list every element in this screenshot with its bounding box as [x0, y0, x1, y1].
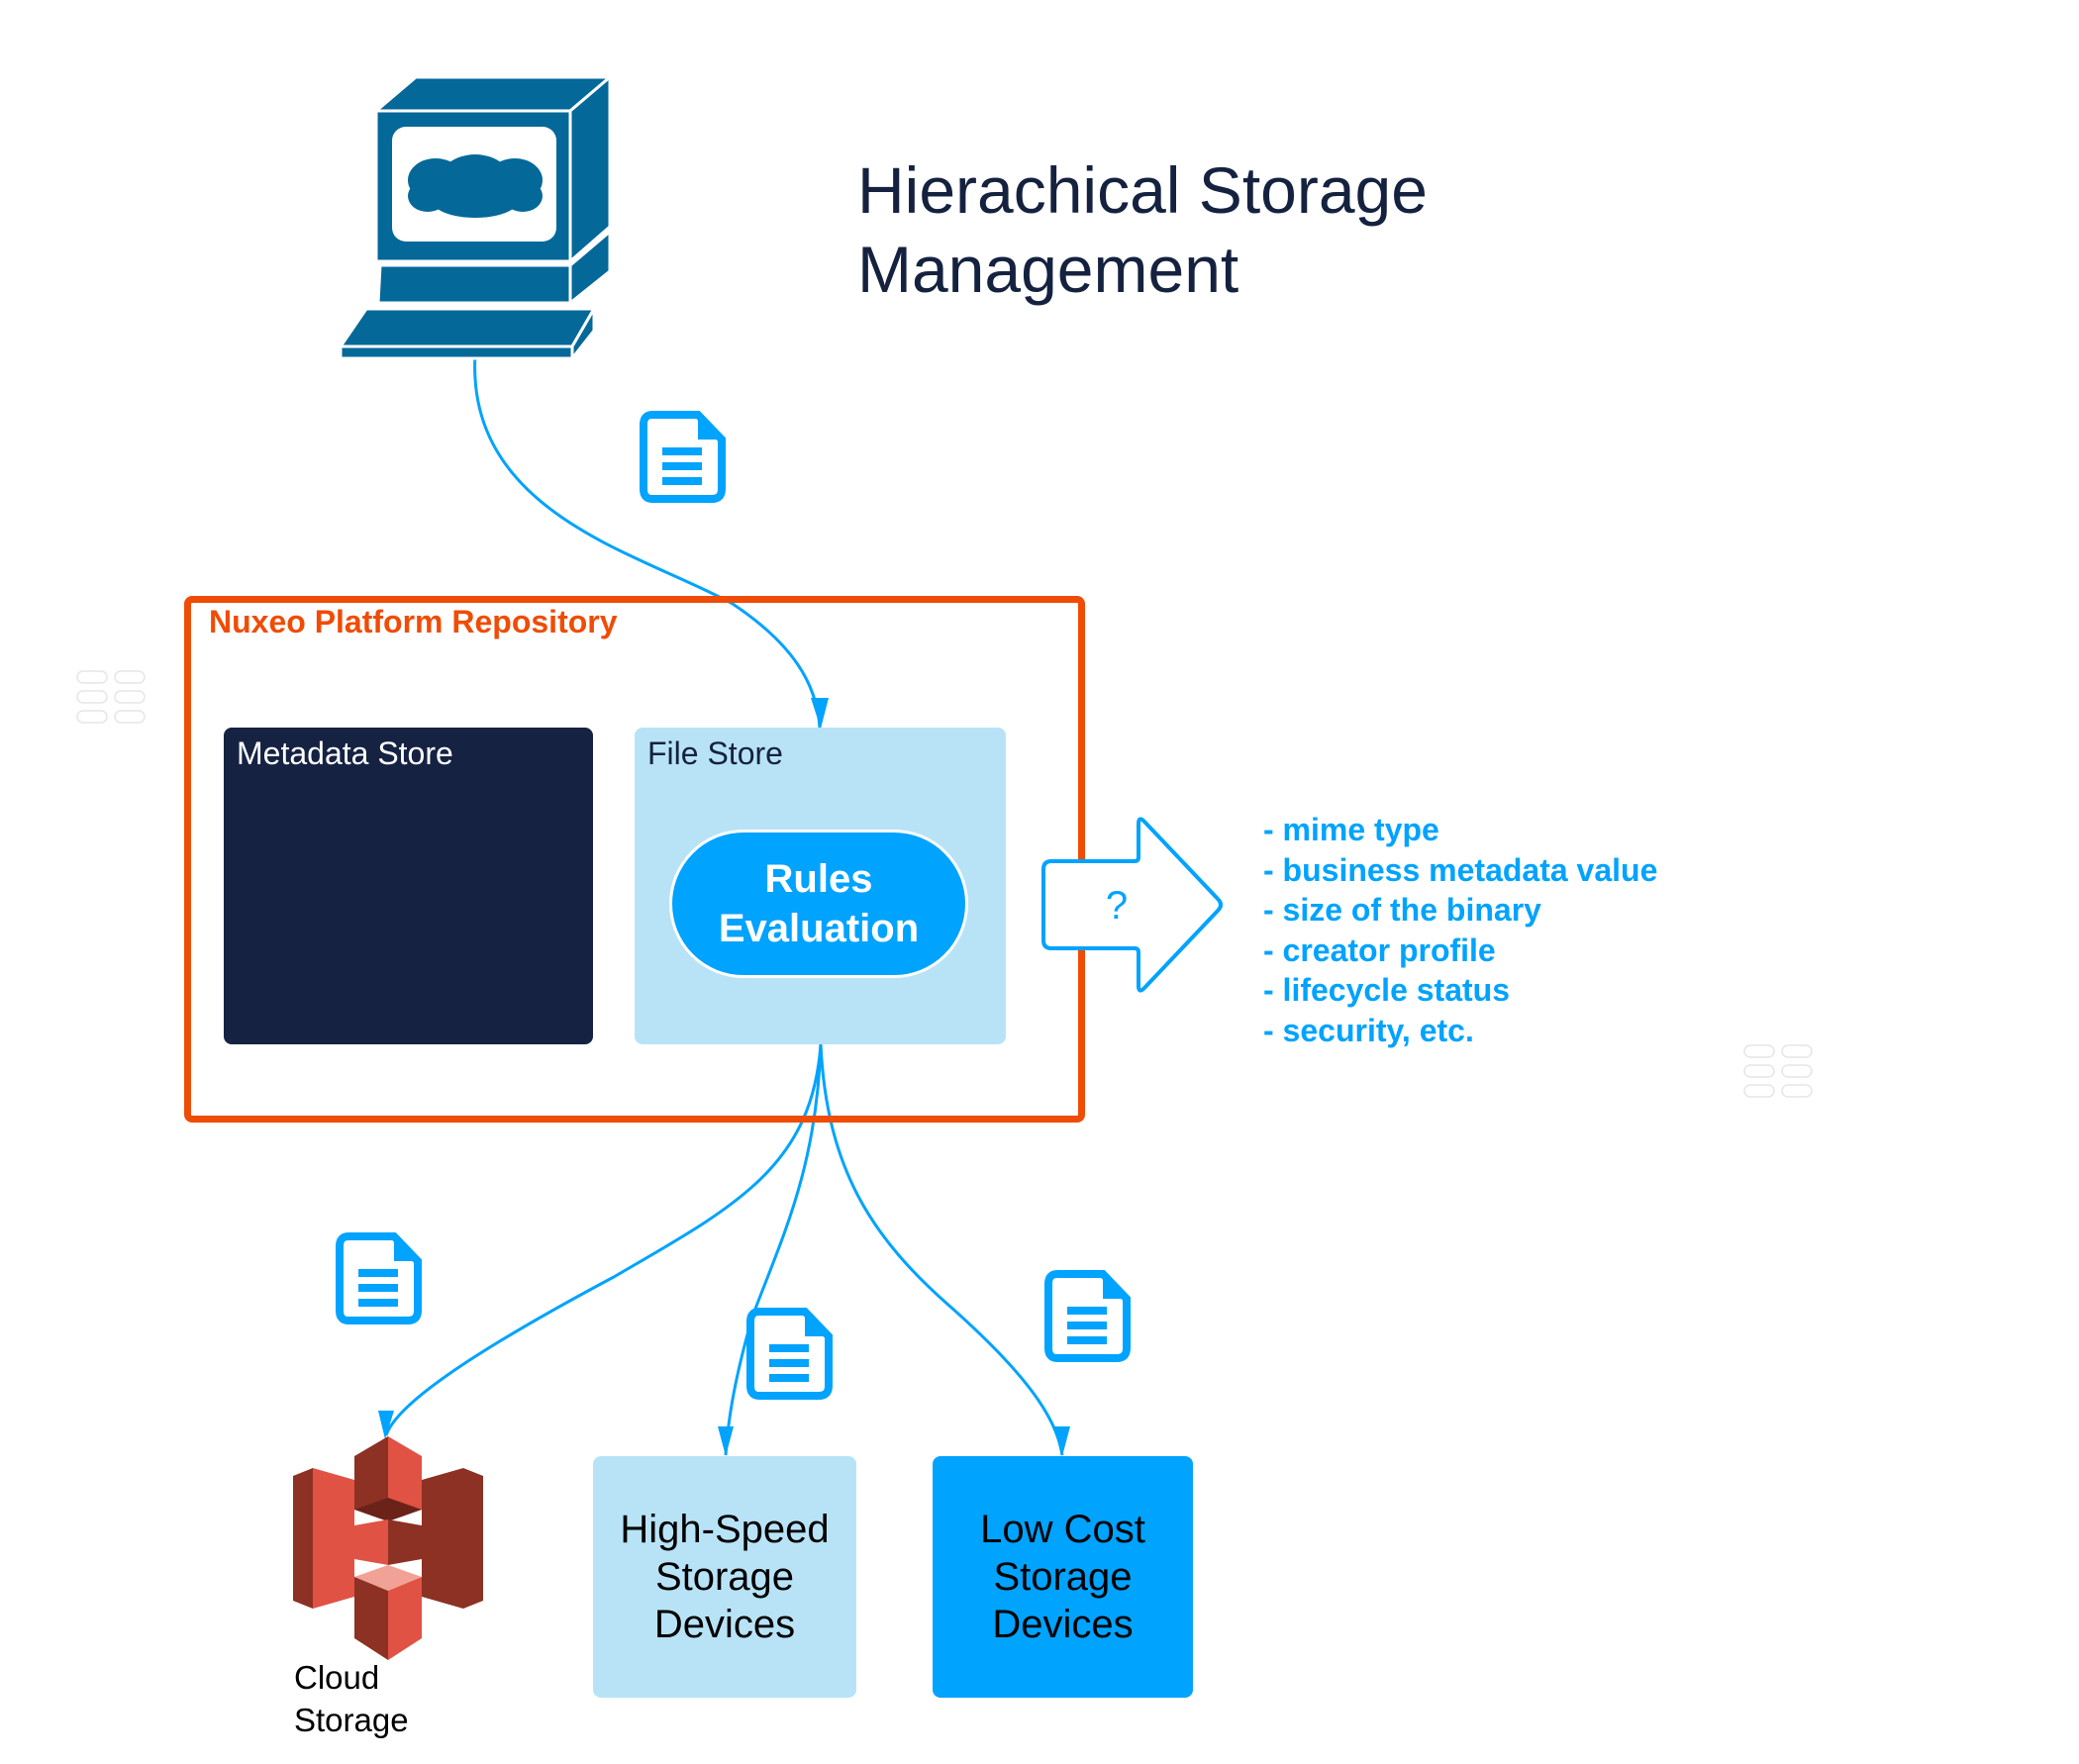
criteria-item: - mime type — [1263, 812, 1439, 847]
cloud-storage-label: Cloud Storage — [294, 1656, 409, 1741]
document-icon — [1044, 1270, 1131, 1362]
watermark-grid-icon — [1743, 1044, 1813, 1098]
decision-arrow: ? — [1041, 817, 1223, 993]
criteria-item: - lifecycle status — [1263, 972, 1510, 1008]
metadata-store: Metadata Store — [224, 728, 593, 1044]
metadata-store-label: Metadata Store — [237, 735, 453, 771]
connector-to-high-speed — [724, 1043, 823, 1456]
connector-to-cloud — [384, 1043, 823, 1436]
low-cost-storage-node: Low Cost Storage Devices — [933, 1456, 1193, 1698]
file-store-label: File Store — [647, 735, 783, 771]
rule-criteria-list: - mime type - business metadata value - … — [1263, 810, 1657, 1050]
criteria-item: - size of the binary — [1263, 892, 1541, 928]
cloud-label-line-1: Cloud — [294, 1659, 380, 1696]
low-cost-arrowhead — [1054, 1426, 1070, 1456]
computer-monitor-cloud-icon — [338, 73, 615, 360]
high-speed-storage-node: High-Speed Storage Devices — [593, 1456, 856, 1698]
high-speed-arrowhead — [718, 1426, 734, 1456]
low-cost-line-1: Low Cost — [980, 1508, 1145, 1551]
rules-evaluation-node: Rules Evaluation — [669, 830, 968, 978]
document-icon — [640, 411, 726, 503]
watermark-grid-icon — [76, 670, 146, 724]
aws-s3-bucket-icon — [293, 1436, 483, 1660]
low-cost-line-3: Devices — [992, 1603, 1134, 1646]
rules-line-1: Rules — [764, 857, 873, 901]
low-cost-line-2: Storage — [993, 1555, 1133, 1599]
upload-connector — [473, 353, 822, 729]
diagram-title: Hierachical Storage Management — [857, 150, 1428, 309]
high-speed-line-1: High-Speed — [620, 1508, 830, 1551]
document-icon — [336, 1232, 422, 1324]
title-line-2: Management — [857, 233, 1239, 306]
decision-arrow-label: ? — [1106, 884, 1128, 928]
title-line-1: Hierachical Storage — [857, 153, 1428, 227]
cloud-arrowhead — [378, 1411, 394, 1439]
upload-arrowhead — [811, 698, 829, 729]
document-icon — [746, 1308, 833, 1400]
high-speed-line-2: Storage — [654, 1555, 795, 1599]
rules-line-2: Evaluation — [718, 907, 920, 950]
criteria-item: - creator profile — [1263, 931, 1496, 968]
repository-label: Nuxeo Platform Repository — [209, 604, 618, 639]
criteria-item: - business metadata value — [1263, 851, 1658, 888]
connector-to-low-cost — [819, 1043, 1064, 1456]
high-speed-line-3: Devices — [653, 1603, 796, 1646]
criteria-item: - security, etc. — [1263, 1012, 1474, 1048]
cloud-label-line-2: Storage — [294, 1702, 409, 1738]
